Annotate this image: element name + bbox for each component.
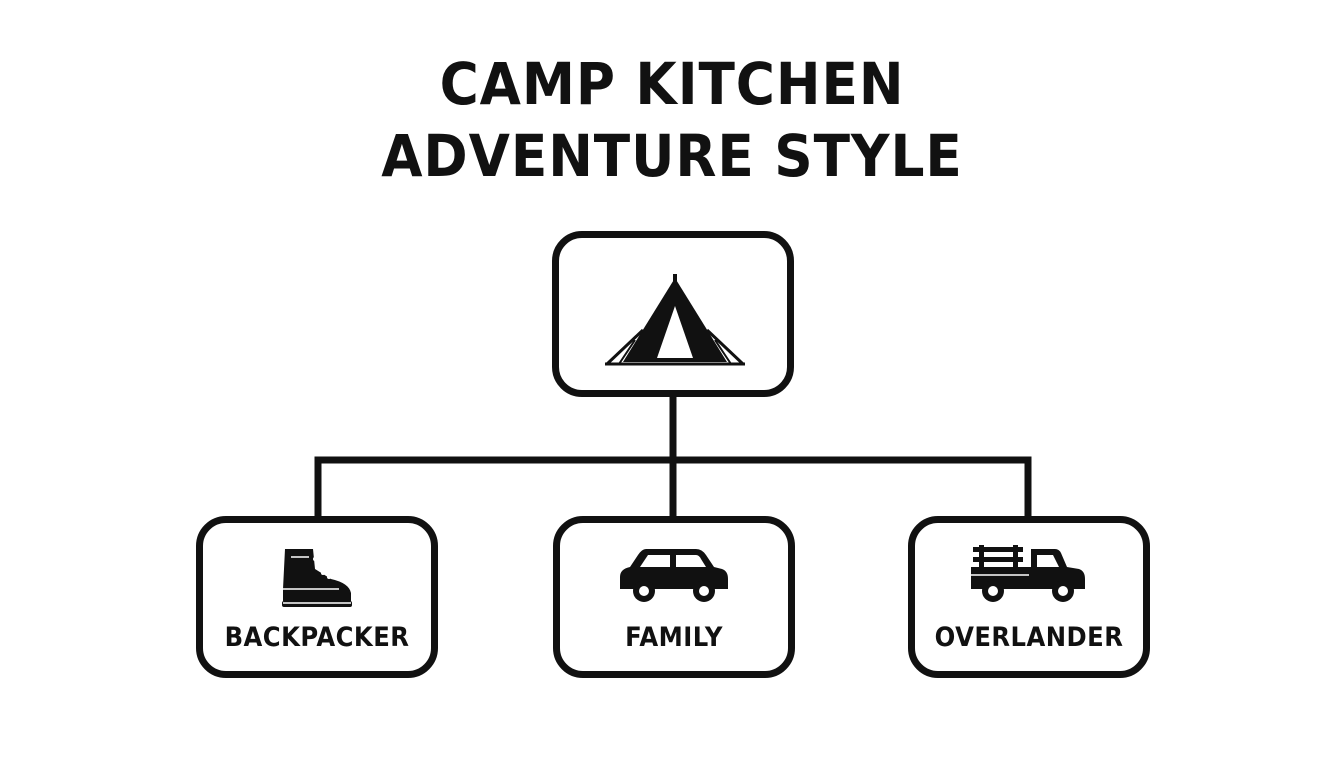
car-icon	[620, 549, 728, 602]
hiking-boot-icon	[282, 549, 352, 607]
root-node	[552, 231, 794, 397]
title-line-2: ADVENTURE STYLE	[381, 122, 963, 190]
diagram-title: CAMP KITCHEN ADVENTURE STYLE	[54, 48, 1290, 192]
pickup-truck-icon	[971, 545, 1085, 602]
child-label-family: FAMILY	[625, 622, 723, 653]
child-node-overlander: OVERLANDER	[908, 516, 1150, 678]
child-node-family: FAMILY	[553, 516, 795, 678]
child-label-backpacker: BACKPACKER	[224, 622, 410, 653]
title-line-1: CAMP KITCHEN	[439, 50, 905, 118]
child-label-overlander: OVERLANDER	[934, 622, 1124, 653]
child-node-backpacker: BACKPACKER	[196, 516, 438, 678]
tent-icon	[605, 274, 745, 366]
